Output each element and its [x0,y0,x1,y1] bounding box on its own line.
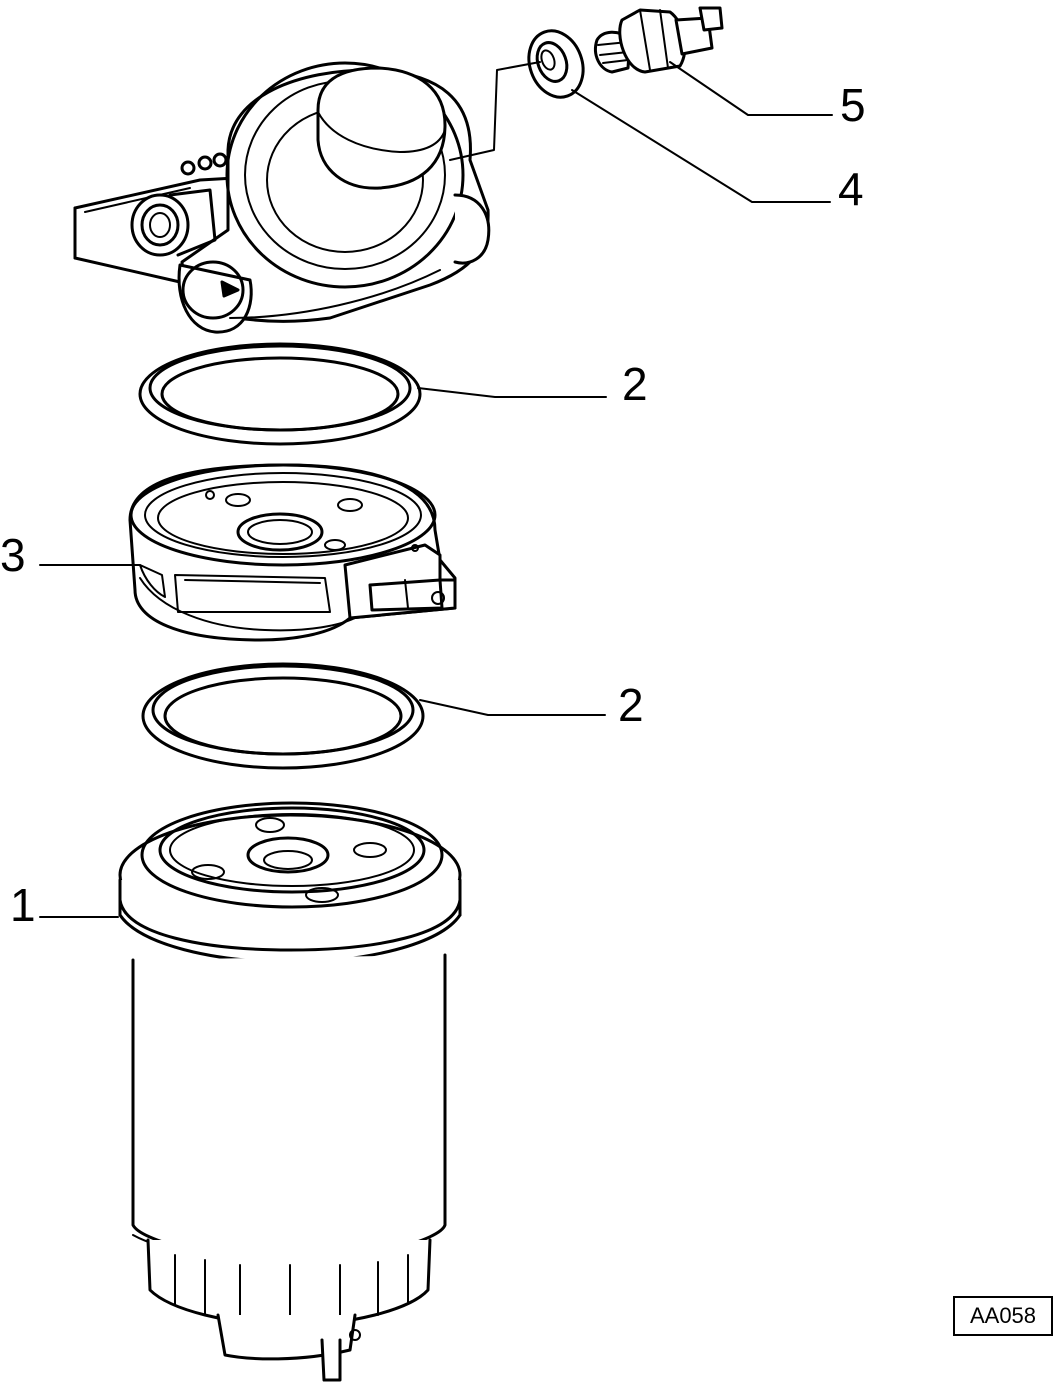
leader-line-part-2-upper [418,388,606,397]
callout-part-1: 1 [10,879,36,931]
filter-head-housing [75,63,489,332]
reference-code-label: AA058 [953,1296,1053,1336]
part-2-upper-seal-ring [140,344,420,444]
part-1-filter-cartridge [120,803,460,1380]
leader-line-part-4 [572,90,830,202]
leader-line-part-5 [670,62,832,115]
assembly-axis-line [450,62,540,160]
callout-part-2-upper: 2 [622,358,648,410]
callout-part-2-lower: 2 [618,679,644,731]
callout-part-4: 4 [838,163,864,215]
part-3-mounting-ring [130,465,455,640]
part-4-washer [520,23,592,105]
part-5-sensor [595,8,722,72]
callout-part-5: 5 [840,79,866,131]
leader-line-part-2-lower [420,700,605,715]
callout-part-3: 3 [0,529,26,581]
part-2-lower-seal-ring [143,664,423,768]
